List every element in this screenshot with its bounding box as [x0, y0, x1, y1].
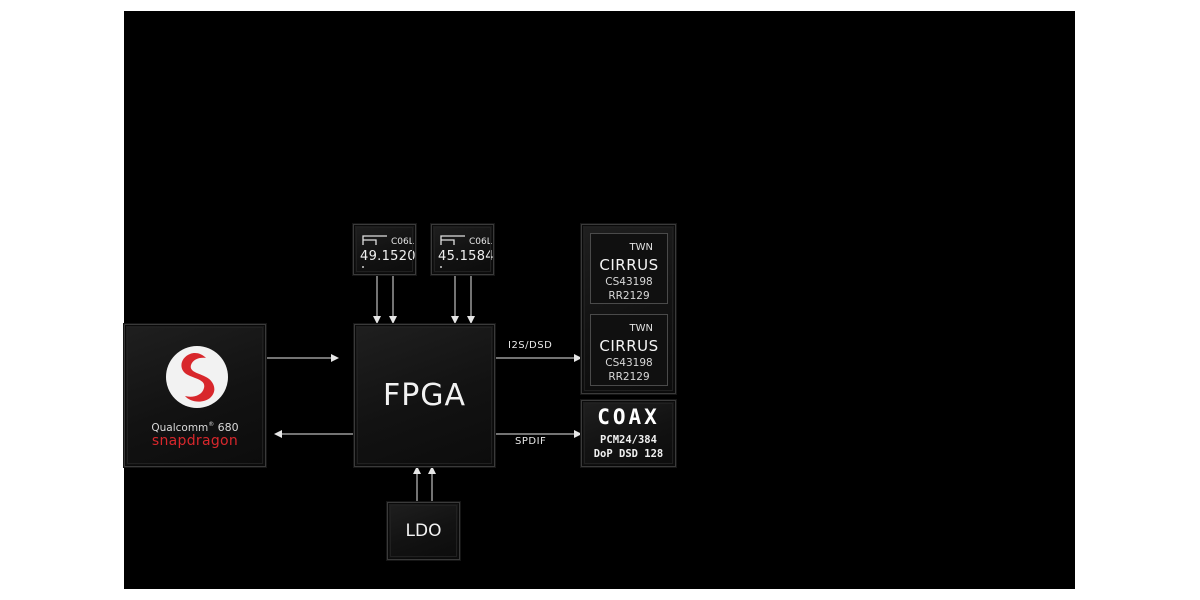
- diagram-canvas: C06L 49.1520 C06L 45.1584 Qualcomm® 680 …: [124, 11, 1075, 589]
- crystal-oscillator-45: C06L 45.1584: [431, 224, 494, 275]
- crystal-model: C06L: [469, 237, 492, 247]
- pin1-dot-icon: [440, 266, 442, 268]
- snapdragon-soc-chip: Qualcomm® 680 snapdragon: [124, 324, 266, 467]
- soc-model-number: 680: [217, 421, 239, 434]
- fpga-chip: FPGA: [354, 324, 495, 467]
- fpga-label: FPGA: [382, 378, 467, 413]
- dac-maker-tag: TWN: [629, 242, 653, 253]
- dac-block: TWN CIRRUS CS43198 RR2129 TWN CIRRUS CS4…: [581, 224, 676, 394]
- crystal-logo-icon: [440, 235, 465, 245]
- crystal-logo-icon: [362, 235, 387, 245]
- crystal-model: C06L: [391, 237, 414, 247]
- dac-part: CS43198: [605, 357, 653, 369]
- dac-chip-2: TWN CIRRUS CS43198 RR2129: [590, 314, 668, 386]
- dac-code: RR2129: [608, 290, 650, 302]
- dac-maker: CIRRUS: [599, 337, 659, 355]
- coax-output-block: COAX PCM24/384 DoP DSD 128: [581, 400, 676, 467]
- coax-dsd-spec: DoP DSD 128: [593, 448, 664, 460]
- ldo-label: LDO: [405, 521, 442, 541]
- dac-maker: CIRRUS: [599, 256, 659, 274]
- qualcomm-brand: Qualcomm® 680: [151, 421, 239, 434]
- signal-label-i2s: I2S/DSD: [508, 340, 553, 351]
- snapdragon-logo-icon: [166, 346, 228, 408]
- dac-code: RR2129: [608, 371, 650, 383]
- dac-chip-1: TWN CIRRUS CS43198 RR2129: [590, 233, 668, 304]
- coax-pcm-spec: PCM24/384: [600, 434, 657, 446]
- dac-part: CS43198: [605, 276, 653, 288]
- crystal-oscillator-49: C06L 49.1520: [353, 224, 416, 275]
- signal-label-spdif: SPDIF: [515, 436, 547, 447]
- coax-title: COAX: [597, 405, 660, 429]
- crystal-frequency: 45.1584: [438, 249, 494, 264]
- dac-maker-tag: TWN: [629, 323, 653, 334]
- connection-arrows: [266, 275, 582, 502]
- crystal-frequency: 49.1520: [360, 249, 416, 264]
- snapdragon-wordmark: snapdragon: [151, 433, 239, 449]
- pin1-dot-icon: [362, 266, 364, 268]
- ldo-chip: LDO: [387, 502, 460, 560]
